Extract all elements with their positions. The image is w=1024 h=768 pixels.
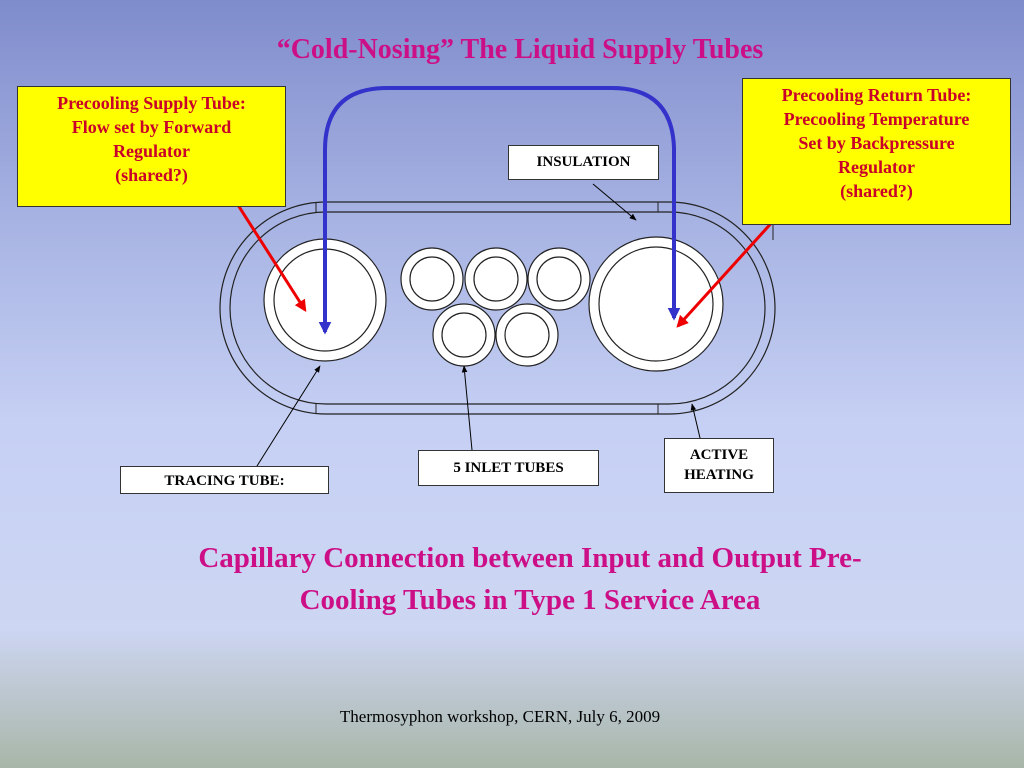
slide-footer: Thermosyphon workshop, CERN, July 6, 200… (339, 707, 661, 726)
caption-line: Cooling Tubes in Type 1 Service Area (299, 584, 761, 616)
return-tube-right (588, 236, 724, 372)
precooling-supply-callout: Precooling Supply Tube: Flow set by Forw… (17, 86, 286, 207)
caption-line: Capillary Connection between Input and O… (198, 542, 862, 574)
return-callout-line: Precooling Temperature (783, 109, 970, 129)
insulation-label: INSULATION (508, 145, 659, 180)
inlet-tubes-label: 5 INLET TUBES (418, 450, 599, 486)
capillary-connection (318, 86, 681, 335)
return-callout-line: Precooling Return Tube: (781, 85, 972, 105)
active-heating-line: HEATING (684, 467, 754, 483)
return-callout-line: Set by Backpressure (798, 133, 955, 153)
inlet-tube-5 (495, 303, 559, 367)
return-callout-line: Regulator (838, 157, 915, 177)
supply-callout-line: Precooling Supply Tube: (57, 93, 246, 113)
slide-title: “Cold-Nosing” The Liquid Supply Tubes (276, 34, 764, 65)
tracing-tube-leader (256, 365, 321, 467)
active-heating-line: ACTIVE (689, 447, 749, 463)
insulation-layer (229, 211, 766, 405)
supply-callout-line: Regulator (113, 141, 190, 161)
supply-callout-line: (shared?) (115, 165, 188, 185)
active-heating-label: ACTIVE HEATING (664, 438, 774, 493)
inlet-tube-4 (432, 303, 496, 367)
return-callout-line: (shared?) (840, 181, 913, 201)
active-heating-jacket (219, 201, 776, 415)
inlet-tube-2 (464, 247, 528, 311)
inlet-tubes-leader (461, 365, 473, 451)
inlet-tube-3 (527, 247, 591, 311)
tracing-tube-label: TRACING TUBE: (120, 466, 329, 494)
inlet-tube-1 (400, 247, 464, 311)
diagram-caption: Capillary Connection between Input and O… (60, 537, 1000, 621)
active-heating-leader (690, 403, 701, 439)
insulation-leader (592, 183, 637, 221)
precooling-return-callout: Precooling Return Tube: Precooling Tempe… (742, 78, 1011, 225)
supply-callout-line: Flow set by Forward (71, 117, 232, 137)
